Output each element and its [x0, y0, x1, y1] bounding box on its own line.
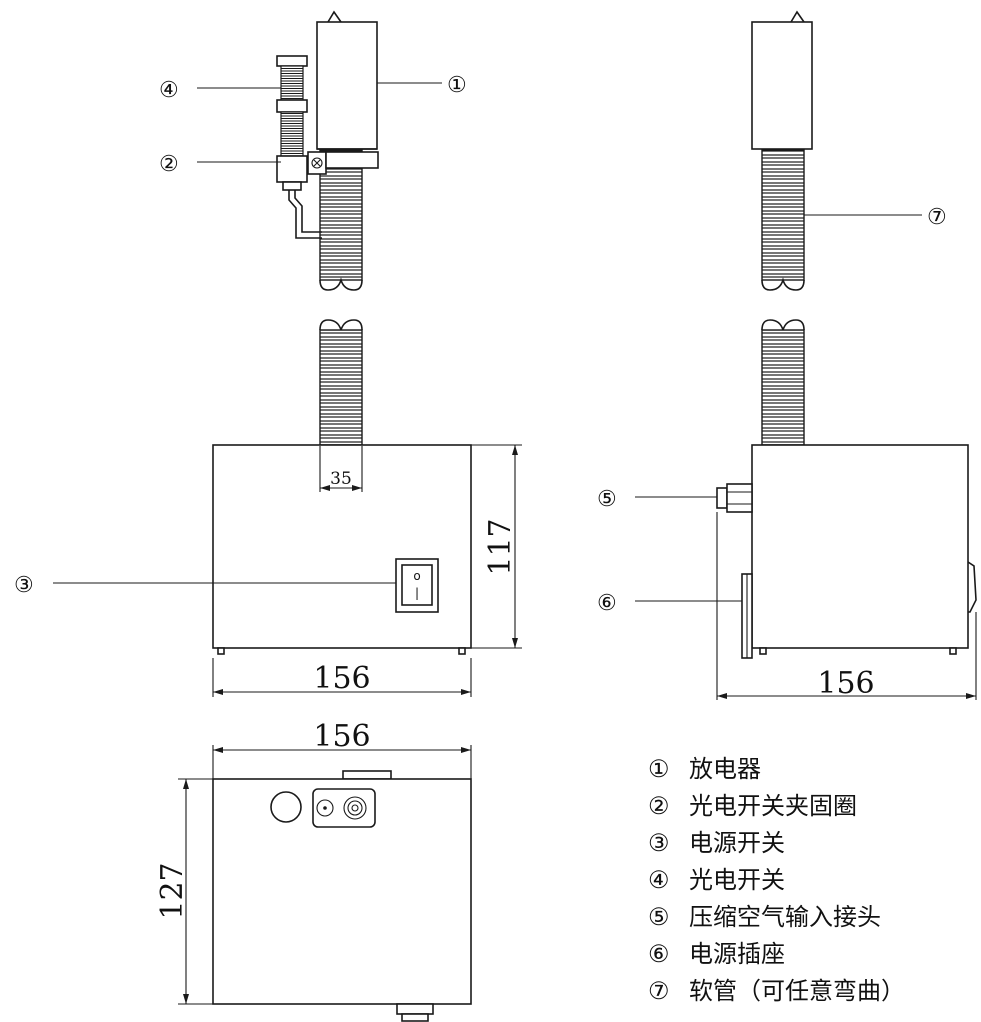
callout-2: ② [159, 152, 179, 177]
top-features [270, 788, 376, 828]
dim-127-label: 127 [155, 862, 190, 919]
legend-item-7-text: 软管（可任意弯曲） [689, 977, 905, 1005]
legend-item-6-num: ⑥ [648, 940, 670, 968]
callouts: ① ④ ② ⑦ ③ ⑤ ⑥ [14, 73, 947, 616]
side-view: 156 [716, 10, 977, 701]
front-box [212, 444, 472, 655]
tube-lower [319, 319, 363, 446]
side-box [751, 444, 969, 655]
legend-item-3-text: 电源开关 [689, 829, 785, 857]
dim-156-top-label: 156 [313, 719, 370, 754]
power-socket [741, 573, 753, 659]
legend: ① 放电器 ② 光电开关夹固圈 ③ 电源开关 ④ 光电开关 ⑤ 压缩空气输入接头… [648, 755, 905, 1005]
callout-4: ④ [159, 78, 179, 103]
dim-side-width: 156 [716, 512, 977, 701]
callout-1: ① [447, 73, 467, 98]
legend-item-5-text: 压缩空气输入接头 [689, 903, 881, 931]
discharger-head [316, 10, 378, 150]
side-tube-lower [761, 319, 805, 446]
callout-6: ⑥ [597, 591, 617, 616]
top-view: 156 127 [155, 719, 472, 1022]
photoelectric-switch [276, 55, 322, 239]
tube-upper [319, 149, 363, 291]
switch-off-symbol: o [413, 569, 420, 583]
legend-item-3-num: ③ [648, 829, 670, 857]
clamp-ring [307, 151, 379, 175]
legend-item-4-num: ④ [648, 866, 670, 894]
legend-item-1-num: ① [648, 755, 670, 783]
air-inlet-fitting [716, 483, 753, 513]
side-discharger-head [751, 10, 813, 150]
dim-front-height: 117 [471, 444, 522, 649]
legend-item-5-num: ⑤ [648, 903, 670, 931]
dim-front-width: 156 [212, 658, 472, 697]
side-tube-upper [761, 149, 805, 291]
legend-item-2-text: 光电开关夹固圈 [689, 792, 857, 820]
dim-top-width: 156 [212, 719, 472, 779]
power-switch: o | [395, 558, 439, 613]
dim-35-label: 35 [330, 469, 352, 489]
callout-3: ③ [14, 573, 34, 598]
callout-7: ⑦ [927, 205, 947, 230]
legend-item-4-text: 光电开关 [689, 866, 785, 894]
legend-item-2-num: ② [648, 792, 670, 820]
side-rear-protrusion [967, 561, 977, 613]
switch-on-symbol: | [415, 586, 419, 600]
dim-top-depth: 127 [155, 778, 213, 1005]
front-view: o | 35 117 156 [212, 10, 522, 697]
legend-item-7-num: ⑦ [648, 977, 670, 1005]
legend-item-6-text: 电源插座 [689, 940, 785, 968]
legend-item-1-text: 放电器 [689, 755, 761, 783]
dim-156-front-label: 156 [313, 661, 370, 696]
dim-156-side-label: 156 [817, 666, 874, 701]
callout-5: ⑤ [597, 487, 617, 512]
dim-tube-diameter: 35 [319, 446, 363, 492]
dim-117-label: 117 [483, 518, 518, 575]
